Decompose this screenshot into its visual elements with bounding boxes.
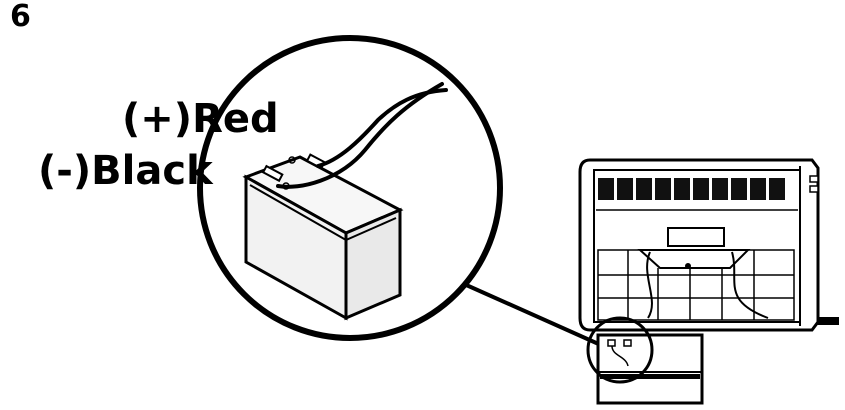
small-magnifier-ring	[586, 316, 654, 384]
black-wire	[276, 82, 444, 189]
battery-small	[596, 333, 704, 405]
battery-side-face	[344, 207, 402, 321]
step-number: 6	[10, 0, 31, 34]
red-wire	[316, 88, 448, 168]
magnifier-leader-line	[463, 282, 613, 352]
ups-unit	[578, 158, 839, 332]
positive-red-label: (+)Red	[122, 96, 279, 142]
ups-battery-compartment-grid	[597, 249, 795, 321]
wires-zoomed	[276, 82, 448, 189]
battery-rim-line	[249, 184, 397, 242]
negative-black-label: (-)Black	[38, 148, 213, 194]
ups-vents	[598, 178, 785, 200]
battery-zoomed	[242, 153, 404, 321]
battery-terminal-negative	[261, 164, 284, 183]
ups-handle	[667, 227, 725, 247]
